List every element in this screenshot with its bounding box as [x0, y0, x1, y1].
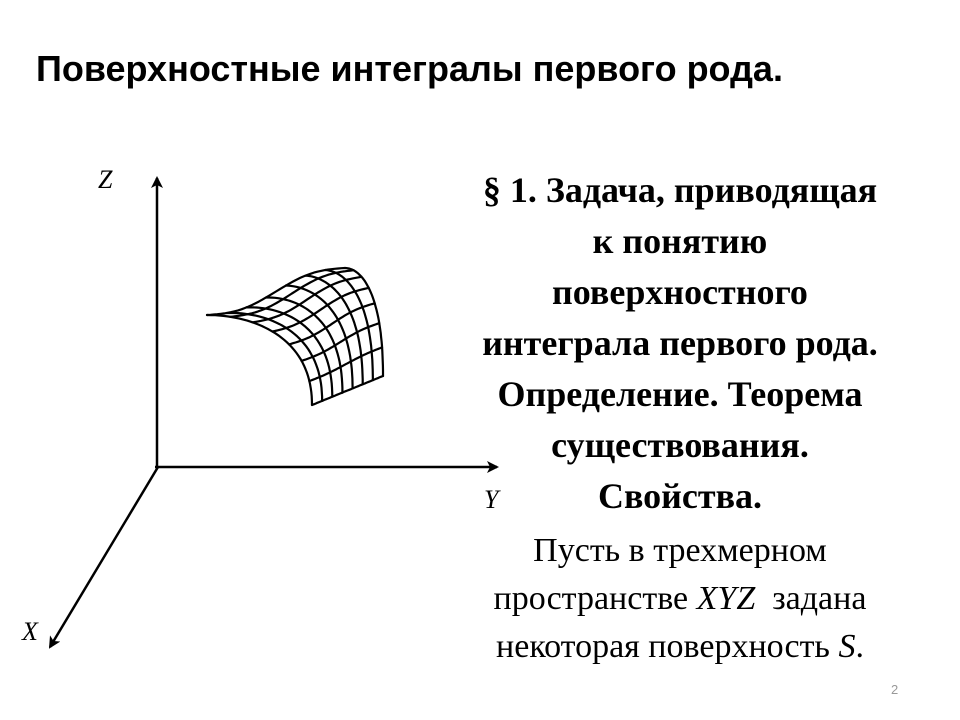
mesh-line [310, 374, 385, 407]
section-heading-line: к понятию [592, 221, 768, 261]
mesh-line [343, 266, 385, 378]
mesh-line [324, 268, 374, 382]
x-axis [48, 466, 160, 649]
mesh-line [245, 306, 334, 398]
body-fragment: некоторая поверхность [496, 628, 839, 665]
mesh-line [229, 269, 355, 318]
body-fragment: . [855, 628, 864, 665]
space-name: XYZ [696, 580, 756, 617]
mesh-line [205, 313, 314, 407]
body-text: Пусть в трехмерном пространстве XYZ зада… [430, 527, 930, 671]
section-heading-line: § 1. Задача, приводящая [482, 170, 878, 210]
mesh-line [271, 286, 370, 333]
section-heading-line: интеграла первого рода. [482, 323, 878, 363]
mesh-line [288, 302, 376, 346]
body-line: Пусть в трехмерном [533, 532, 827, 569]
section-heading-line: существования. [551, 425, 809, 465]
mesh-line [265, 296, 344, 394]
mesh-line [308, 346, 384, 383]
section-heading-line: Определение. Теорема [497, 374, 863, 414]
section-heading: § 1. Задача, приводящая к понятию поверх… [430, 165, 930, 522]
surface-name: S [838, 628, 856, 665]
mesh-line [225, 311, 324, 402]
slide-title: Поверхностные интегралы первого рода. [36, 48, 783, 89]
x-axis-label: X [21, 617, 39, 646]
mesh-line [251, 275, 363, 324]
mesh-line [300, 322, 381, 362]
body-fragment: пространстве [493, 580, 697, 617]
mesh-line [205, 266, 347, 317]
y-axis-label: Y [484, 485, 501, 514]
page-number: 2 [891, 682, 899, 697]
section-heading-line: поверхностного [552, 272, 808, 312]
mesh-line [284, 284, 354, 390]
surface-mesh [205, 266, 385, 407]
mesh-line [304, 274, 364, 386]
body-fragment: задана [755, 580, 867, 617]
surface-figure: Z Y X [21, 165, 501, 649]
z-axis-label: Z [98, 165, 113, 194]
body-line: пространстве XYZ задана [430, 575, 930, 623]
body-line: некоторая поверхность S. [430, 623, 930, 671]
section-heading-line: Свойства. [597, 476, 763, 516]
